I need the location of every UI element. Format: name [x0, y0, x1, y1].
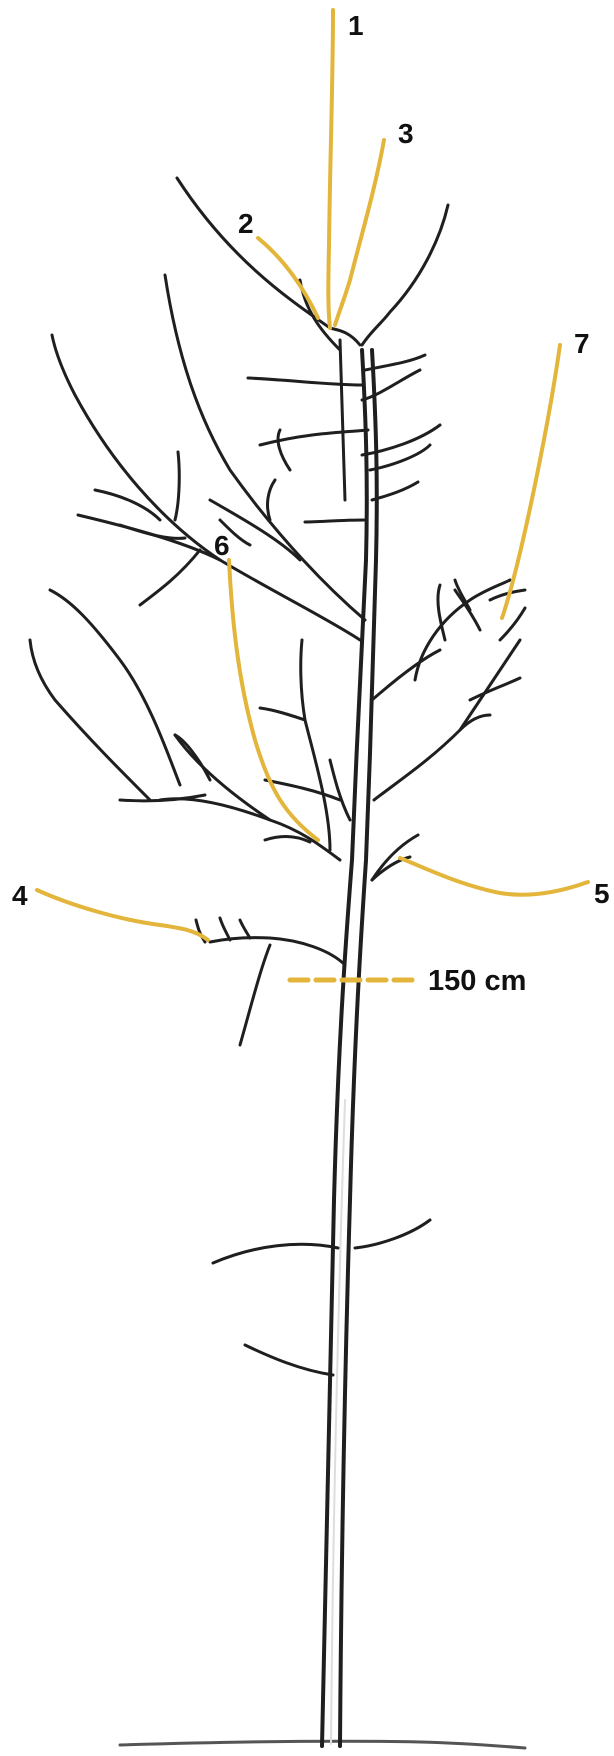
branch-7	[502, 345, 560, 618]
label-branch-5: 5	[594, 878, 610, 909]
label-branch-4: 4	[12, 880, 28, 911]
label-branch-1: 1	[348, 10, 364, 41]
branch-6	[229, 560, 318, 840]
lower-branches	[213, 1220, 430, 1375]
branch-4	[37, 890, 208, 940]
branch-labels: 1 2 3 4 5 6 7	[12, 10, 610, 911]
branch-3	[335, 140, 384, 325]
label-branch-6: 6	[214, 530, 230, 561]
label-branch-7: 7	[574, 328, 590, 359]
branch-1	[328, 10, 333, 328]
branch-5	[400, 858, 588, 895]
label-branch-2: 2	[238, 208, 254, 239]
height-marker: 150 cm	[290, 965, 526, 997]
label-branch-3: 3	[398, 118, 414, 149]
height-label: 150 cm	[428, 965, 526, 997]
trunk	[322, 350, 377, 1746]
